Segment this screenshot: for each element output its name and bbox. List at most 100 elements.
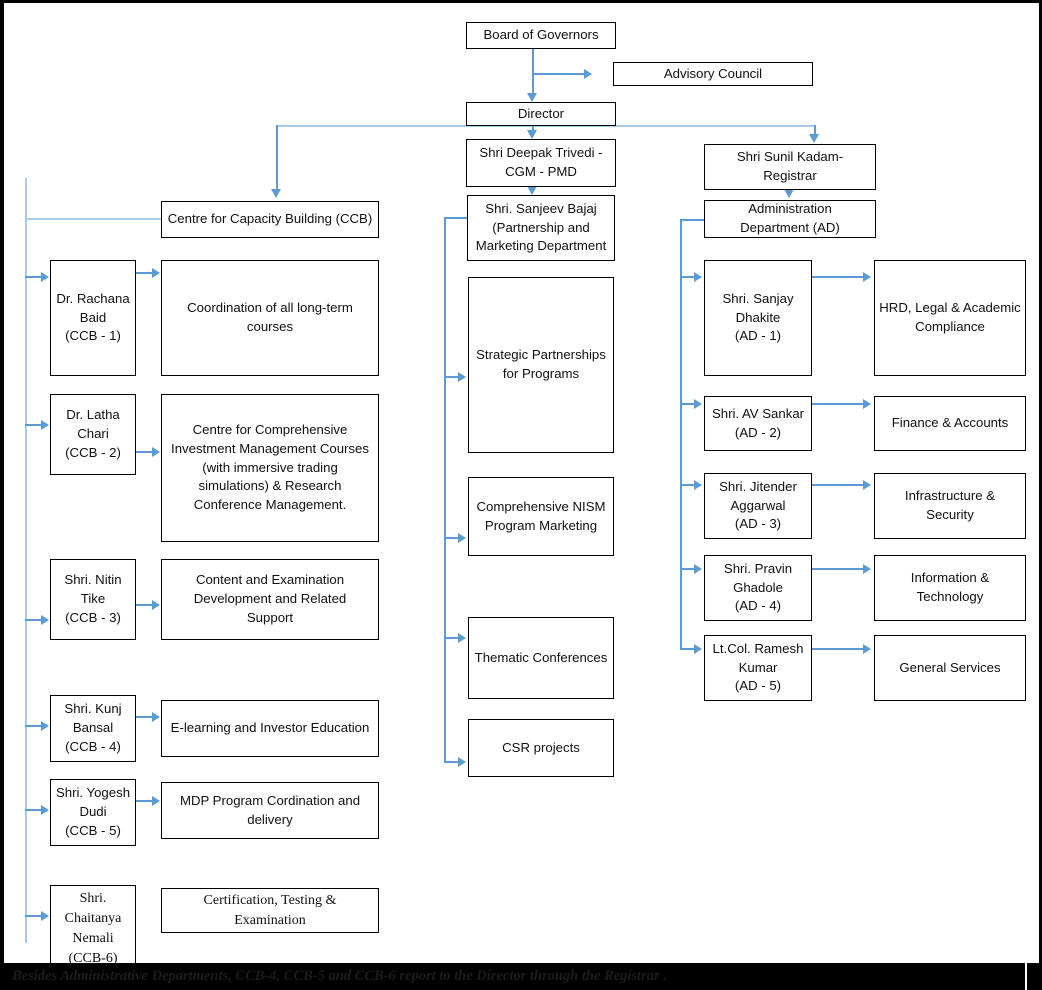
connector-ad-trunk-to-person-2	[680, 403, 697, 405]
arrow-pmd-function-2	[458, 533, 466, 543]
node-ccb[interactable]: Centre for Capacity Building (CCB)	[161, 201, 379, 238]
connector-ad-person-4-to-role	[812, 568, 866, 570]
node-ad-role-4[interactable]: Information & Technology	[874, 555, 1026, 621]
node-label: Finance & Accounts	[891, 415, 1009, 431]
connector-director-bus-left	[276, 125, 616, 127]
node-cgm-pmd[interactable]: Shri Deepak Trivedi - CGM - PMD	[466, 139, 616, 187]
node-label: Shri Deepak Trivedi - CGM - PMD	[479, 145, 603, 179]
node-ccb-person-6[interactable]: Shri. Chaitanya Nemali (CCB-6)	[50, 885, 136, 973]
arrow-cgm-to-pmd-head	[527, 186, 537, 195]
node-label: Certification, Testing & Examination	[203, 892, 337, 928]
arrow-director-to-cgm	[527, 130, 537, 139]
node-ccb-person-2[interactable]: Dr. Latha Chari (CCB - 2)	[50, 394, 136, 475]
connector-ccb-person-1-to-role	[136, 272, 154, 274]
arrow-ccb-person-2	[41, 420, 49, 430]
arrow-ccb-person-5	[41, 805, 49, 815]
node-label: Shri. Pravin Ghadole (AD - 4)	[723, 560, 793, 614]
connector-bog-to-advisory	[532, 73, 587, 75]
arrow-ad-role-5	[863, 644, 871, 654]
node-ad-role-2[interactable]: Finance & Accounts	[874, 396, 1026, 451]
node-ccb-role-2[interactable]: Centre for Comprehensive Investment Mana…	[161, 394, 379, 542]
node-label: Shri. Sanjay Dhakite (AD - 1)	[722, 290, 794, 344]
arrow-ad-role-3	[863, 480, 871, 490]
node-label: Information & Technology	[910, 570, 990, 604]
connector-ad-person-1-to-role	[812, 276, 866, 278]
node-ad-person-2[interactable]: Shri. AV Sankar (AD - 2)	[704, 396, 812, 451]
node-label: HRD, Legal & Academic Compliance	[879, 300, 1021, 334]
node-ad-person-3[interactable]: Shri. Jitender Aggarwal (AD - 3)	[704, 473, 812, 539]
connector-ad-trunk-to-person-1	[680, 276, 697, 278]
arrow-ad-role-1	[863, 272, 871, 282]
node-ad-person-5[interactable]: Lt.Col. Ramesh Kumar (AD - 5)	[704, 635, 812, 701]
node-label: Content and Examination Development and …	[193, 572, 347, 625]
connector-ccb-trunk	[25, 178, 27, 943]
arrow-ad-person-1	[694, 272, 702, 282]
footer-note-text: Besides Administrative Departments, CCB-…	[12, 968, 667, 984]
arrow-pmd-function-1	[458, 372, 466, 382]
node-ccb-person-5[interactable]: Shri. Yogesh Dudi (CCB - 5)	[50, 779, 136, 846]
arrow-bog-to-director	[527, 93, 537, 102]
arrow-pmd-function-4	[458, 757, 466, 767]
connector-ad-trunk-to-person-3	[680, 484, 697, 486]
node-ccb-role-3[interactable]: Content and Examination Development and …	[161, 559, 379, 640]
connector-ccb-trunk-to-person-3	[25, 619, 44, 621]
node-label: Shri. Jitender Aggarwal (AD - 3)	[719, 478, 797, 532]
node-pmd-function-1[interactable]: Strategic Partnerships for Programs	[468, 277, 614, 453]
node-ccb-person-4[interactable]: Shri. Kunj Bansal (CCB - 4)	[50, 695, 136, 762]
arrow-ccb-role-4	[152, 712, 160, 722]
node-registrar[interactable]: Shri Sunil Kadam- Registrar	[704, 144, 876, 190]
node-board-of-governors[interactable]: Board of Governors	[466, 22, 616, 49]
node-label: Comprehensive NISM Program Marketing	[476, 498, 606, 533]
node-label: Director	[517, 105, 565, 121]
connector-pmd-trunk-to-function-1	[444, 376, 461, 378]
node-label: Centre for Comprehensive Investment Mana…	[171, 422, 369, 513]
node-admin-department[interactable]: Administration Department (AD)	[704, 200, 876, 238]
connector-ccb-trunk-to-person-2	[25, 424, 44, 426]
node-ad-role-3[interactable]: Infrastructure & Security	[874, 473, 1026, 539]
node-ccb-role-4[interactable]: E-learning and Investor Education	[161, 700, 379, 757]
node-label: Dr. Latha Chari (CCB - 2)	[65, 407, 121, 460]
node-label: Advisory Council	[663, 65, 763, 81]
node-ad-person-1[interactable]: Shri. Sanjay Dhakite (AD - 1)	[704, 260, 812, 376]
node-label: CSR projects	[502, 739, 580, 755]
node-advisory-council[interactable]: Advisory Council	[613, 62, 813, 86]
connector-ad-person-5-to-role	[812, 648, 866, 650]
arrow-ccb-person-3	[41, 615, 49, 625]
node-ad-role-5[interactable]: General Services	[874, 635, 1026, 701]
node-pmd-head[interactable]: Shri. Sanjeev Bajaj (Partnership and Mar…	[467, 195, 615, 261]
arrow-ccb-role-2	[152, 447, 160, 457]
arrow-ccb-role-5	[152, 796, 160, 806]
arrow-ad-role-2	[863, 399, 871, 409]
node-ad-role-1[interactable]: HRD, Legal & Academic Compliance	[874, 260, 1026, 376]
node-label: Strategic Partnerships for Programs	[476, 347, 606, 381]
node-label: Shri. Chaitanya Nemali (CCB-6)	[64, 891, 122, 966]
node-label: Coordination of all long-term courses	[187, 300, 353, 334]
node-ad-person-4[interactable]: Shri. Pravin Ghadole (AD - 4)	[704, 555, 812, 621]
node-pmd-function-3[interactable]: Thematic Conferences	[468, 617, 614, 699]
arrow-ccb-person-4	[41, 721, 49, 731]
connector-ccb-person-3-to-role	[136, 604, 154, 606]
node-ccb-role-1[interactable]: Coordination of all long-term courses	[161, 260, 379, 376]
node-pmd-function-2[interactable]: Comprehensive NISM Program Marketing	[468, 477, 614, 556]
node-label: Shri Sunil Kadam- Registrar	[736, 149, 844, 183]
node-ccb-person-3[interactable]: Shri. Nitin Tike (CCB - 3)	[50, 559, 136, 640]
node-director[interactable]: Director	[466, 102, 616, 126]
arrow-pmd-function-3	[458, 633, 466, 643]
node-ccb-role-6[interactable]: Certification, Testing & Examination	[161, 888, 379, 933]
arrow-to-advisory	[584, 69, 592, 79]
node-label: Centre for Capacity Building (CCB)	[167, 211, 373, 227]
node-label: Shri. AV Sankar (AD - 2)	[711, 405, 805, 440]
node-label: E-learning and Investor Education	[170, 720, 370, 736]
arrow-director-to-registrar	[809, 134, 819, 143]
footer-note-bar: Besides Administrative Departments, CCB-…	[4, 963, 1039, 990]
node-label: Shri. Nitin Tike (CCB - 3)	[64, 572, 122, 625]
arrow-registrar-to-admin	[784, 189, 794, 198]
node-pmd-function-4[interactable]: CSR projects	[468, 719, 614, 777]
node-ccb-role-5[interactable]: MDP Program Cordination and delivery	[161, 782, 379, 839]
node-ccb-person-1[interactable]: Dr. Rachana Baid (CCB - 1)	[50, 260, 136, 376]
node-label: Thematic Conferences	[474, 649, 608, 665]
connector-ccb-to-trunk	[25, 218, 162, 220]
connector-ad-trunk-to-person-5	[680, 648, 697, 650]
connector-ccb-person-4-to-role	[136, 716, 154, 718]
connector-bog-down	[532, 49, 534, 96]
